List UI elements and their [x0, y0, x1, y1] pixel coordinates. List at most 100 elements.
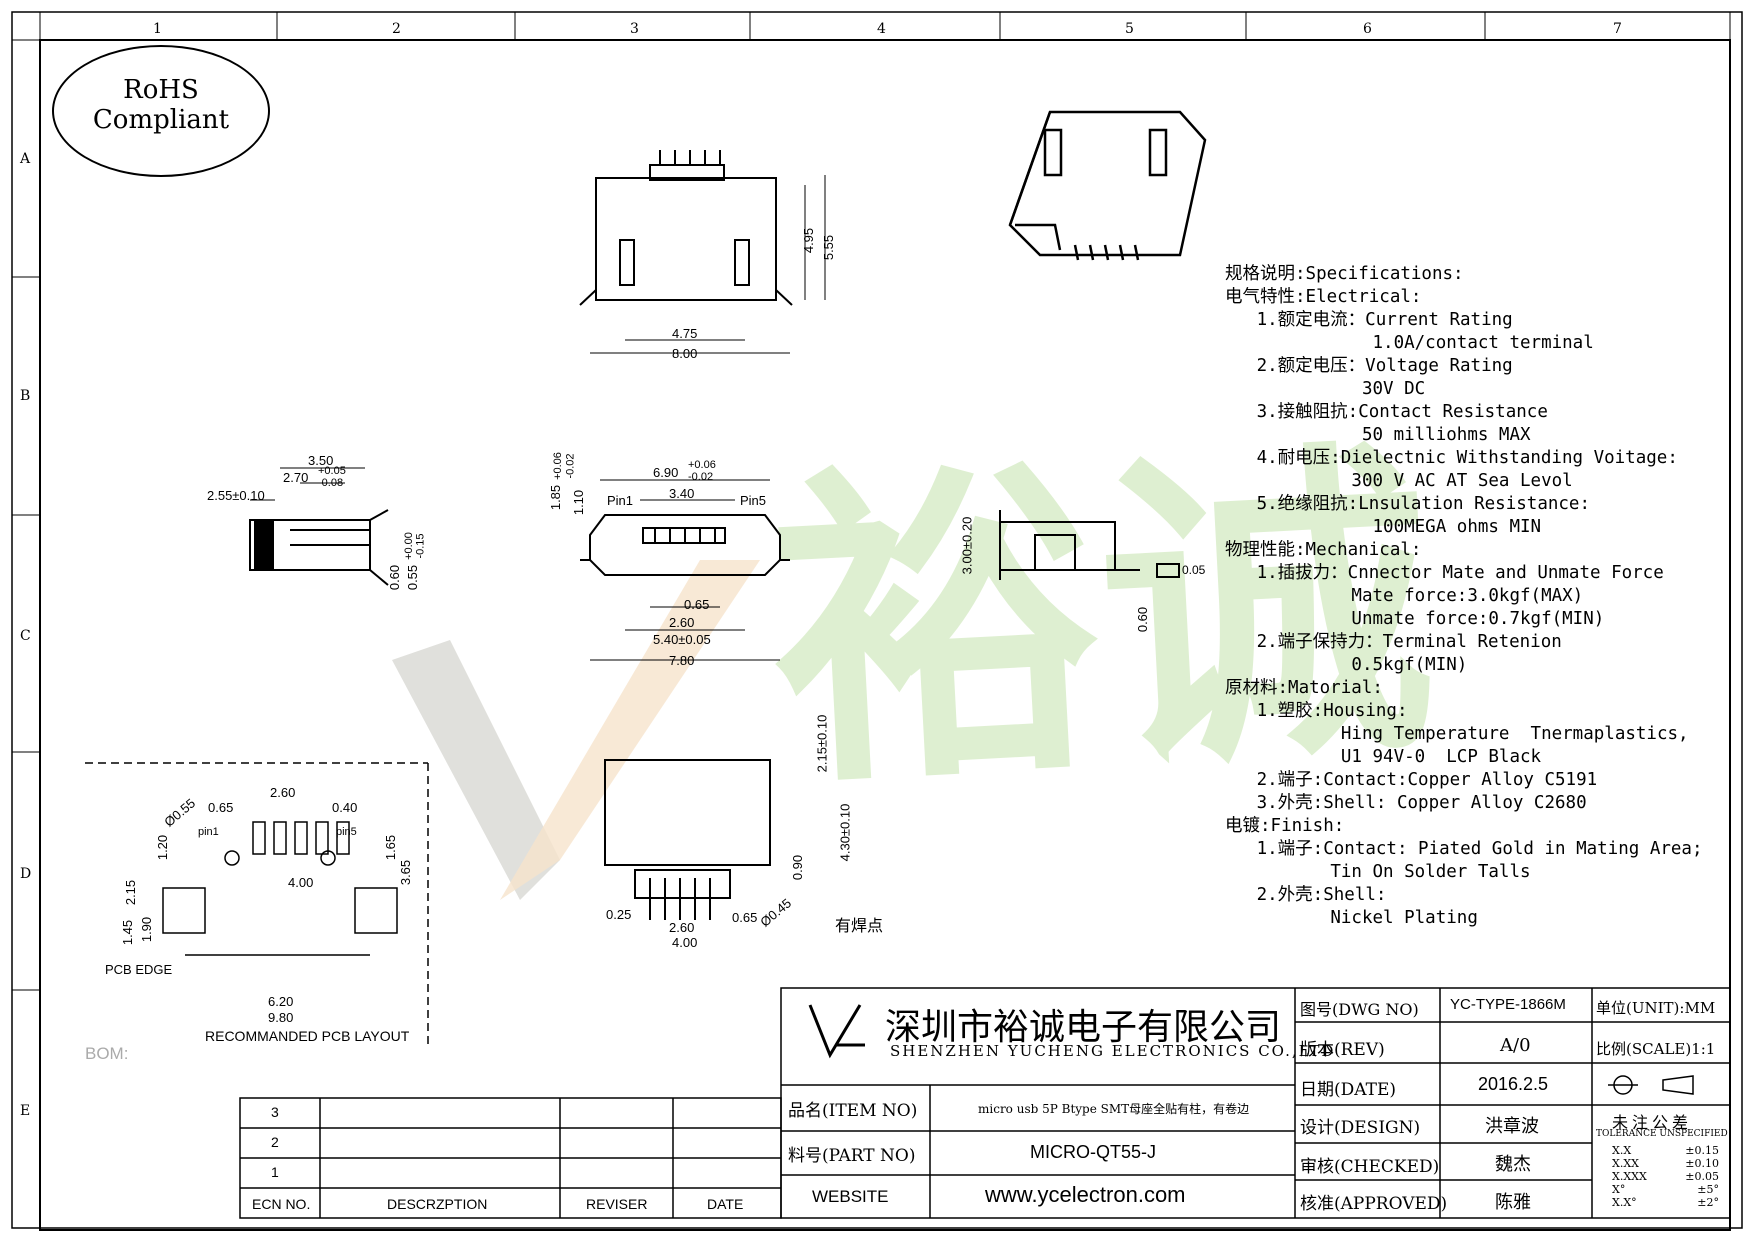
spec-line: 5.绝缘阻抗:Lnsulation Resistance: — [1225, 494, 1591, 514]
spec-line: 3.外壳:Shell: Copper Alloy C2680 — [1225, 793, 1587, 813]
dim-label: 1.45 — [120, 919, 136, 946]
spec-line: U1 94V-0 LCP Black — [1225, 747, 1542, 767]
dim-label: 3.40 — [669, 486, 695, 501]
face-view-dims — [590, 479, 780, 661]
face-view — [580, 514, 790, 576]
tolerance-row: X°±5° — [1612, 1183, 1727, 1196]
design-label: 设计(DESIGN) — [1300, 1118, 1421, 1138]
spec-line: 1.插拔力：Cnnector Mate and Unmate Force — [1225, 563, 1664, 583]
tolerance-subtitle: TOLERANCE UNSPECIFIED — [1596, 1129, 1728, 1139]
grid-column-label: 5 — [1125, 21, 1134, 37]
checked-value: 魏杰 — [1495, 1154, 1531, 1175]
dim-label: 0.65 — [208, 800, 234, 815]
dim-label: 4.00 — [672, 935, 698, 950]
projection-symbol — [1608, 1075, 1694, 1095]
tolerance-value: ±0.15 — [1685, 1144, 1719, 1157]
spec-line: 100MEGA ohms MIN — [1225, 517, 1542, 537]
grid-row-label: D — [20, 866, 31, 882]
dim-label: -0.02 — [564, 453, 577, 479]
design-value: 洪章波 — [1485, 1116, 1539, 1137]
date-label: 日期(DATE) — [1300, 1080, 1396, 1100]
tolerance-value: ±0.10 — [1685, 1157, 1719, 1170]
tolerance-value: ±2° — [1697, 1196, 1719, 1209]
grid-row-label: E — [20, 1103, 30, 1119]
dim-label: 0.55 — [405, 564, 421, 591]
rohs-badge: RoHS Compliant — [52, 45, 270, 177]
dim-label: 1.90 — [139, 916, 155, 943]
company-logo — [808, 1004, 865, 1059]
dim-label: 4.95 — [801, 227, 817, 254]
spec-line: 原材料:Matorial: — [1225, 678, 1383, 698]
dim-label: pin1 — [198, 826, 219, 838]
dim-label: 0.25 — [606, 907, 632, 922]
watermark-brand-text: 裕诚 — [762, 411, 1441, 829]
dwg-label: 图号(DWG NO) — [1300, 1000, 1419, 1019]
grid-row-label: A — [19, 151, 31, 167]
dim-label: 3.65 — [398, 859, 414, 886]
dim-label: 1.10 — [571, 489, 587, 516]
spec-line: 电气特性:Electrical: — [1225, 287, 1422, 307]
dwg-value: YC-TYPE-1866M — [1450, 996, 1566, 1013]
dim-label: 2.60 — [270, 785, 296, 800]
spec-line: 3.接触阻抗:Contact Resistance — [1225, 402, 1548, 422]
spec-line: 物理性能:Mechanical: — [1225, 540, 1422, 560]
bottom-view — [604, 759, 771, 920]
grid-column-label: 4 — [877, 21, 886, 37]
spec-line: 2.额定电压：Voltage Rating — [1225, 356, 1513, 376]
dim-label: 4.30±0.10 — [837, 803, 853, 862]
grid-row-label: B — [20, 388, 30, 404]
front-view — [579, 150, 793, 306]
tolerance-value: ±5° — [1697, 1183, 1719, 1196]
pcb-layout-caption: RECOMMANDED PCB LAYOUT — [205, 1028, 410, 1044]
revision-row-number: 3 — [271, 1104, 279, 1120]
tolerance-row: X.XXX ±0.05 — [1612, 1170, 1727, 1183]
spec-line: 2.端子保持力：Terminal Retenion — [1225, 632, 1562, 652]
spec-line: 300 V AC AT Sea Levol — [1225, 471, 1573, 491]
spec-line: Nickel Plating — [1225, 908, 1478, 928]
item-label: 品名(ITEM NO) — [788, 1101, 918, 1121]
bom-label: BOM: — [85, 1044, 129, 1063]
dim-label: 8.00 — [672, 346, 698, 361]
side-view-dims — [250, 467, 365, 501]
spec-line: 0.5kgf(MIN) — [1225, 655, 1468, 675]
front-view-dims — [590, 175, 826, 354]
spec-line: Tin On Solder Talls — [1225, 862, 1531, 882]
revision-table-lines — [239, 1097, 782, 1219]
tolerance-key: X.XXX — [1612, 1170, 1647, 1183]
tolerance-key: X.X — [1612, 1144, 1632, 1157]
website-value: www.ycelectron.com — [985, 1182, 1186, 1207]
inner-frame — [39, 39, 1731, 1231]
scale-label: 比例(SCALE)1:1 — [1596, 1040, 1716, 1058]
right-side-view — [999, 510, 1180, 580]
dim-label: -0.15 — [414, 533, 427, 559]
tolerance-row: X.XX±0.10 — [1612, 1157, 1727, 1170]
dim-label: 2.60 — [669, 615, 695, 630]
tolerance-title: 未注公差 — [1612, 1113, 1693, 1132]
dim-label: 2.60 — [669, 920, 695, 935]
tolerance-value: ±0.05 — [1685, 1170, 1719, 1183]
rev-value: A/0 — [1500, 1035, 1531, 1056]
rohs-title: RoHS — [123, 75, 199, 105]
spec-line: 1.端子:Contact: Piated Gold in Mating Area… — [1225, 839, 1703, 859]
rohs-subtitle: Compliant — [92, 105, 230, 135]
dim-label: 1.20 — [155, 834, 171, 861]
dim-label: Pin5 — [740, 493, 767, 508]
revision-row-number: 2 — [271, 1134, 279, 1150]
dim-label: 6.90 — [653, 465, 679, 480]
spec-line: 30V DC — [1225, 379, 1426, 399]
grid-column-label: 7 — [1613, 21, 1622, 37]
grid-column-label: 2 — [392, 21, 401, 37]
watermark-logo: 裕诚 — [392, 411, 1441, 900]
grid-column-label: 3 — [630, 21, 639, 37]
dim-label: 5.40±0.05 — [653, 632, 711, 647]
dim-label: 2.70 — [283, 470, 309, 485]
unit-label: 单位(UNIT):MM — [1596, 999, 1716, 1017]
approved-value: 陈雅 — [1495, 1192, 1531, 1213]
item-value: micro usb 5P Btype SMT母座全贴有柱，有卷边 — [978, 1102, 1250, 1116]
dim-label: 2.15 — [123, 879, 139, 906]
iso-view — [1008, 110, 1207, 261]
spec-line: Hing Temperature Tnermaplastics, — [1225, 724, 1689, 744]
solder-note: 有焊点 — [835, 916, 884, 935]
